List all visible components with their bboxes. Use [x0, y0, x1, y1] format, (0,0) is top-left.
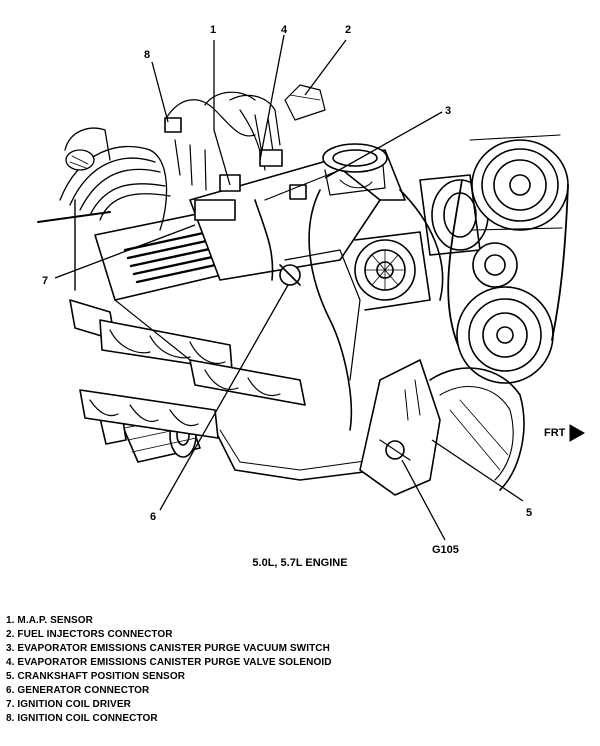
generator: [354, 231, 431, 311]
callout-6: 6: [150, 511, 156, 523]
legend-item: 6. GENERATOR CONNECTOR: [6, 685, 150, 696]
leader-2: [304, 39, 347, 96]
callout-1: 1: [210, 24, 216, 36]
callout-2: 2: [345, 24, 351, 36]
legend-item: 4. EVAPORATOR EMISSIONS CANISTER PURGE V…: [6, 657, 332, 668]
leader-g105: [401, 459, 446, 541]
leader-7: [54, 224, 196, 279]
callout-8: 8: [144, 49, 150, 61]
leader-5: [431, 439, 524, 502]
legend: 1. M.A.P. SENSOR 2. FUEL INJECTORS CONNE…: [6, 614, 566, 726]
plug-wires-left: [59, 127, 171, 231]
leader-6: [159, 284, 289, 511]
callout-g105: G105: [432, 544, 459, 556]
harmonic-balancer: [429, 367, 525, 491]
callout-3: 3: [445, 105, 451, 117]
leader-8: [151, 61, 169, 123]
legend-item: 3. EVAPORATOR EMISSIONS CANISTER PURGE V…: [6, 643, 330, 654]
legend-item: 5. CRANKSHAFT POSITION SENSOR: [6, 671, 186, 682]
callout-5: 5: [526, 507, 532, 519]
leader-3: [324, 111, 443, 179]
legend-item: 7. IGNITION COIL DRIVER: [6, 699, 131, 710]
diagram-caption: 5.0L, 5.7L ENGINE: [0, 553, 600, 571]
legend-item: 8. IGNITION COIL CONNECTOR: [6, 713, 158, 724]
pulleys: [447, 134, 569, 384]
legend-item: 1. M.A.P. SENSOR: [6, 615, 93, 626]
legend-item: 2. FUEL INJECTORS CONNECTOR: [6, 629, 173, 640]
diagram-caption-text: 5.0L, 5.7L ENGINE: [252, 557, 348, 569]
callout-7: 7: [42, 275, 48, 287]
leader-4: [259, 34, 285, 161]
front-direction-indicator: FRT: [544, 424, 586, 442]
leader-1: [213, 40, 231, 186]
engine-illustration: [37, 84, 569, 496]
front-arrow-icon: [569, 424, 586, 442]
leader-lines: [54, 34, 524, 541]
front-label: FRT: [544, 427, 566, 439]
callout-4: 4: [281, 24, 288, 36]
